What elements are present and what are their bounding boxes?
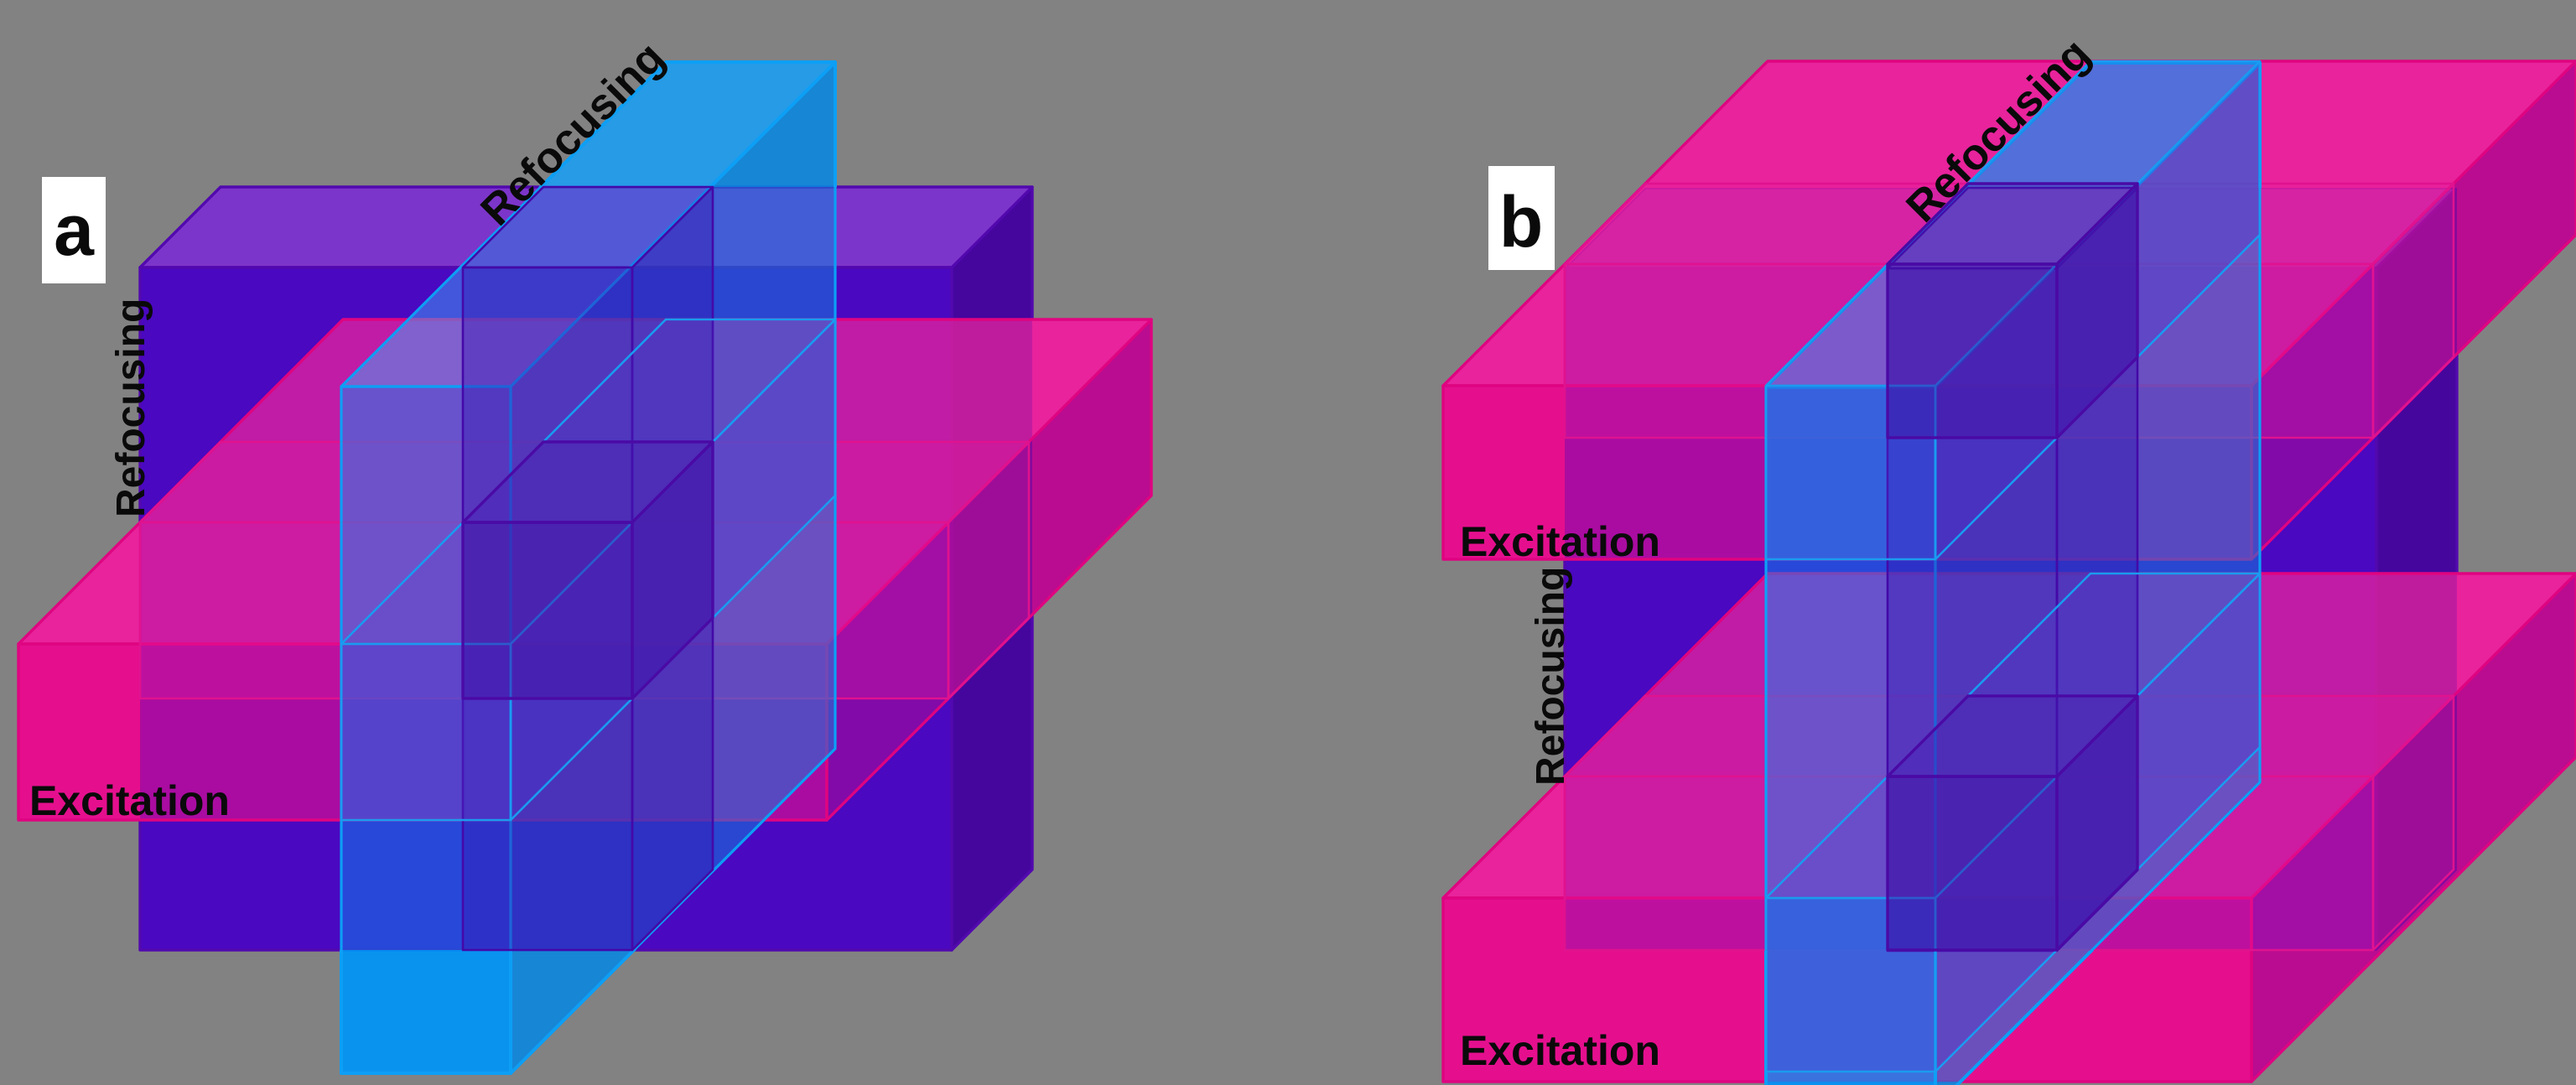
svg-text:Excitation: Excitation bbox=[1460, 518, 1660, 565]
svg-text:Excitation: Excitation bbox=[1460, 1027, 1660, 1074]
svg-text:b: b bbox=[1499, 182, 1544, 262]
svg-text:Refocusing: Refocusing bbox=[1529, 567, 1573, 786]
svg-text:Excitation: Excitation bbox=[29, 777, 230, 824]
svg-text:Refocusing: Refocusing bbox=[109, 299, 153, 517]
svg-text:a: a bbox=[54, 190, 95, 271]
